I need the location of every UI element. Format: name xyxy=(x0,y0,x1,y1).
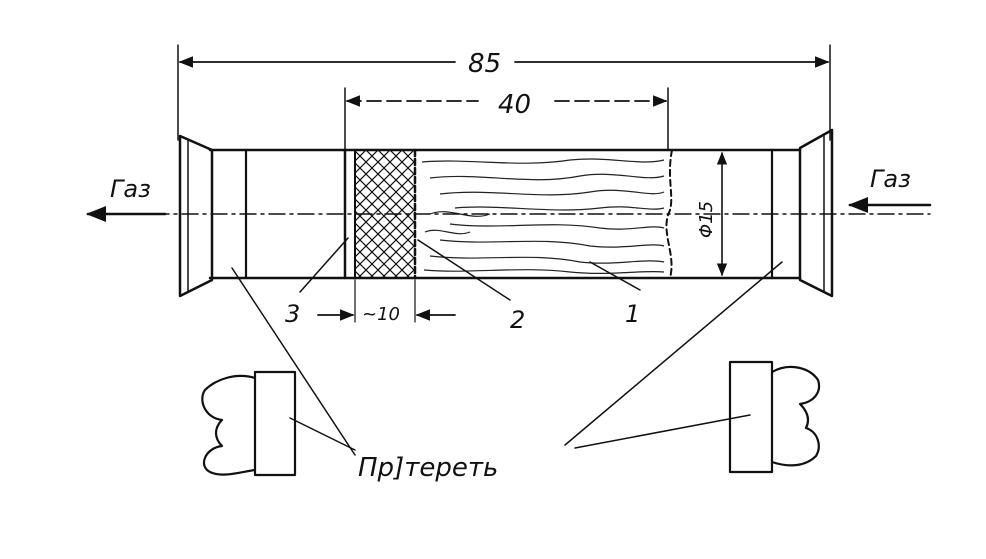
dimension-mesh-width-label: ~10 xyxy=(362,304,400,325)
dimension-mesh-width: ~10 xyxy=(317,279,456,325)
note-leaders xyxy=(231,261,783,456)
callout-leaders xyxy=(299,237,641,301)
left-stopper xyxy=(178,134,248,298)
fibrous-filling xyxy=(421,158,665,274)
dimension-40: 40 xyxy=(344,87,669,151)
gas-left-label: Газ xyxy=(110,175,151,203)
left-stopper-detail xyxy=(201,370,297,477)
dimension-diameter: Φ15 xyxy=(696,151,728,277)
callout-2: 2 xyxy=(510,306,525,334)
gas-out-arrow: Газ xyxy=(86,175,167,222)
dimension-40-label: 40 xyxy=(498,90,531,120)
dimension-diameter-label: Φ15 xyxy=(696,201,717,238)
note-label: Пр]тереть xyxy=(358,453,498,483)
tube-body xyxy=(208,148,802,280)
callout-3: 3 xyxy=(285,300,300,328)
right-stopper-detail xyxy=(728,360,821,474)
right-stopper xyxy=(770,128,834,298)
callout-1: 1 xyxy=(625,300,640,328)
filling-boundary xyxy=(665,149,673,279)
dimension-85: 85 xyxy=(177,44,831,141)
gas-right-label: Газ xyxy=(870,165,911,193)
gas-in-arrow: Газ xyxy=(848,165,932,213)
dimension-85-label: 85 xyxy=(468,49,501,79)
